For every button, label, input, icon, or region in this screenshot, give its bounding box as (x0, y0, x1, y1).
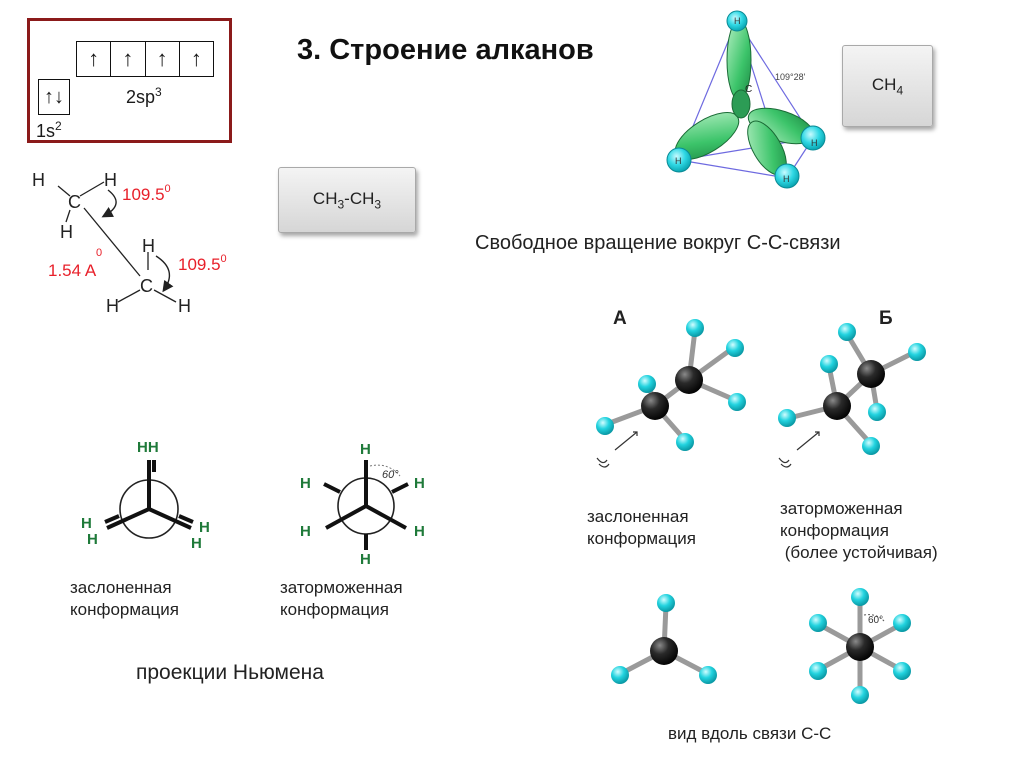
svg-text:H: H (104, 170, 117, 190)
eclipsed-end-view (611, 594, 717, 684)
eye-icon (778, 431, 820, 468)
sp3-orbital-cells: ↑ ↑ ↑ ↑ (76, 41, 214, 77)
methane-formula-button[interactable]: CH4 (842, 45, 933, 127)
angle-arc (863, 614, 885, 622)
newman-eclipsed-caption: заслоненная конформация (70, 578, 179, 619)
ethane-structure: H H C H H C H H 109.50 109.50 1.54 A 0 (32, 170, 227, 316)
newman-h: H (300, 523, 311, 540)
angle-label: 60° (868, 615, 883, 626)
svg-text:H: H (60, 222, 73, 242)
svg-text:C: C (68, 192, 81, 212)
view-along-caption: вид вдоль связи C-C (668, 724, 832, 743)
eclipsed-3d-caption: заслоненная конформация (587, 507, 696, 548)
svg-text:H: H (783, 174, 790, 184)
newman-h: H (414, 523, 425, 540)
angle-arc (369, 464, 401, 477)
electron-up-arrow: ↑ (190, 46, 202, 71)
svg-text:C: C (140, 276, 153, 296)
staggered-end-view: 60° (809, 588, 911, 704)
svg-text:H: H (178, 296, 191, 316)
staggered-3d-caption: заторможенная конформация (более устойчи… (780, 499, 938, 562)
svg-text:H: H (32, 170, 45, 190)
svg-text:H: H (106, 296, 119, 316)
newman-h: H (87, 531, 98, 548)
sp3-cell: ↑ (145, 41, 180, 77)
carbon-label: C (745, 84, 752, 95)
newman-staggered: 60° H H H H H H (300, 441, 425, 567)
sp3-cell: ↑ (179, 41, 214, 77)
newman-h: H (300, 475, 311, 492)
svg-text:109.50: 109.50 (122, 183, 171, 204)
conformer-a (596, 319, 746, 468)
rotation-heading: Свободное вращение вокруг C-C-связи (475, 232, 841, 254)
newman-eclipsed: HH H H H H (81, 439, 210, 552)
angle-arcs (101, 189, 174, 293)
newman-h: H (360, 441, 371, 458)
electron-pair-arrows: ↑↓ (44, 85, 64, 108)
eye-icon (596, 431, 638, 468)
electron-up-arrow: ↑ (88, 46, 100, 71)
newman-h: H (199, 519, 210, 536)
label-a: А (613, 308, 627, 329)
svg-text:0: 0 (96, 247, 102, 259)
electron-up-arrow: ↑ (122, 46, 134, 71)
conformer-b (778, 323, 926, 468)
angle-label-bottom: 109.50 (178, 253, 227, 274)
methane-tetrahedron: C 109°28' H H H H (666, 10, 826, 189)
svg-text:H: H (142, 236, 155, 256)
sp3-cell: ↑ (111, 41, 146, 77)
electron-up-arrow: ↑ (156, 46, 168, 71)
svg-text:1.54 A: 1.54 A (48, 261, 97, 280)
angle-label: 60° (382, 469, 399, 481)
newman-h: H (81, 515, 92, 532)
angle-label-top: 109.50 (122, 183, 171, 204)
bond-length-label: 1.54 A 0 (48, 247, 102, 280)
slide-title: 3. Строение алканов (297, 34, 594, 66)
svg-text:H: H (734, 16, 741, 26)
views-along-bond: 60° (611, 588, 911, 704)
newman-staggered-caption: заторможенная конформация (280, 578, 403, 619)
orbital-diagram: ↑ ↑ ↑ ↑ 2sp3 ↑↓ 1s2 (27, 18, 232, 143)
label-b: Б (879, 308, 893, 329)
bond-angle-label: 109°28' (775, 72, 806, 82)
sp3-cell: ↑ (76, 41, 112, 77)
svg-text:H: H (811, 138, 818, 148)
s-orbital-cell: ↑↓ (38, 79, 70, 115)
newman-h: H (360, 551, 371, 567)
hydrogen-atoms (666, 10, 826, 189)
hydrogen-labels: H H H H (675, 16, 818, 184)
newman-h: H (191, 535, 202, 552)
newman-section-caption: проекции Ньюмена (136, 661, 324, 684)
s-label: 1s2 (36, 119, 62, 141)
sp3-label: 2sp3 (126, 85, 162, 107)
ethane-atoms: H H C H H C H H (32, 170, 191, 316)
svg-text:109.50: 109.50 (178, 253, 227, 274)
newman-h-pair-top: HH (137, 439, 159, 456)
newman-h: H (414, 475, 425, 492)
ball-stick-conformers: А Б (596, 308, 926, 468)
ethane-formula-button[interactable]: CH3-CH3 (278, 167, 416, 233)
ethane-bonds (57, 181, 177, 303)
svg-text:H: H (675, 156, 682, 166)
